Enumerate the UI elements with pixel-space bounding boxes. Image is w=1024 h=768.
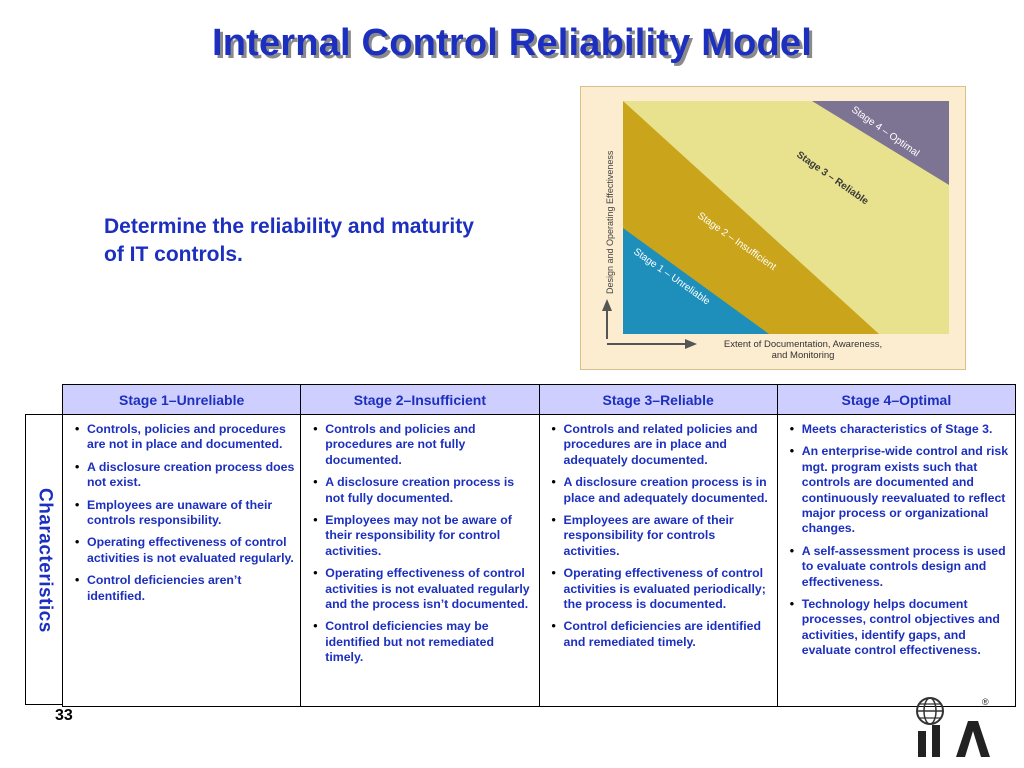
list-item: Controls and policies and procedures are… bbox=[313, 422, 534, 468]
slide-title: Internal Control Reliability Model bbox=[211, 22, 813, 64]
slide-subtitle: Determine the reliability and maturity o… bbox=[104, 215, 474, 266]
characteristics-row: Controls, policies and procedures are no… bbox=[61, 414, 1017, 707]
stage-table: Stage 1–Unreliable Stage 2–Insufficient … bbox=[61, 384, 1017, 707]
stage-1-list: Controls, policies and procedures are no… bbox=[67, 422, 296, 604]
list-item: Operating effectiveness of control activ… bbox=[551, 566, 773, 612]
list-item: Controls, policies and procedures are no… bbox=[75, 422, 296, 453]
header-stage-3: Stage 3–Reliable bbox=[538, 384, 778, 415]
page-number: 33 bbox=[55, 707, 73, 724]
list-item: Operating effectiveness of control activ… bbox=[75, 535, 296, 566]
stage-4-list: Meets characteristics of Stage 3. An ent… bbox=[782, 422, 1011, 659]
iia-logo: ® bbox=[910, 693, 994, 763]
registered-mark: ® bbox=[982, 697, 989, 707]
list-item: Technology helps document processes, con… bbox=[790, 597, 1011, 659]
list-item: A disclosure creation process is not ful… bbox=[313, 475, 534, 506]
list-item: Control deficiencies may be identified b… bbox=[313, 619, 534, 665]
list-item: A disclosure creation process is in plac… bbox=[551, 475, 773, 506]
list-item: Control deficiencies aren’t identified. bbox=[75, 573, 296, 604]
list-item: Operating effectiveness of control activ… bbox=[313, 566, 534, 612]
header-stage-4: Stage 4–Optimal bbox=[776, 384, 1017, 415]
y-axis-label: Design and Operating Effectiveness bbox=[605, 150, 615, 294]
reliability-diagram: Design and Operating Effectiveness Exten… bbox=[580, 86, 966, 370]
stage-3-list: Controls and related policies and proced… bbox=[544, 422, 773, 650]
reliability-diagram-svg: Design and Operating Effectiveness Exten… bbox=[602, 101, 949, 361]
header-row: Stage 1–Unreliable Stage 2–Insufficient … bbox=[61, 384, 1017, 415]
list-item: Employees may not be aware of their resp… bbox=[313, 513, 534, 559]
list-item: Controls and related policies and proced… bbox=[551, 422, 773, 468]
list-item: Meets characteristics of Stage 3. bbox=[790, 422, 1011, 438]
cell-stage-3: Controls and related policies and proced… bbox=[538, 414, 778, 707]
cell-stage-1: Controls, policies and procedures are no… bbox=[61, 414, 302, 707]
x-axis-label-line1: Extent of Documentation, Awareness, bbox=[724, 339, 882, 350]
cell-stage-4: Meets characteristics of Stage 3. An ent… bbox=[776, 414, 1017, 707]
x-axis-label-line2: and Monitoring bbox=[772, 350, 835, 361]
characteristics-label: Characteristics bbox=[34, 488, 56, 633]
stage-2-list: Controls and policies and procedures are… bbox=[305, 422, 534, 666]
header-stage-1: Stage 1–Unreliable bbox=[61, 384, 302, 415]
band-stage-3 bbox=[623, 101, 949, 334]
iia-logo-svg: ® bbox=[916, 697, 990, 757]
list-item: Control deficiencies are identified and … bbox=[551, 619, 773, 650]
x-axis-arrow-icon bbox=[685, 339, 697, 349]
list-item: A disclosure creation process does not e… bbox=[75, 460, 296, 491]
list-item: Employees are aware of their responsibil… bbox=[551, 513, 773, 559]
list-item: An enterprise-wide control and risk mgt.… bbox=[790, 444, 1011, 536]
band-stage-4 bbox=[812, 101, 949, 185]
cell-stage-2: Controls and policies and procedures are… bbox=[300, 414, 540, 707]
list-item: A self-assessment process is used to eva… bbox=[790, 544, 1011, 590]
characteristics-row-header: Characteristics bbox=[25, 414, 62, 705]
list-item: Employees are unaware of their controls … bbox=[75, 498, 296, 529]
y-axis-arrow-icon bbox=[602, 299, 612, 311]
header-stage-2: Stage 2–Insufficient bbox=[300, 384, 540, 415]
